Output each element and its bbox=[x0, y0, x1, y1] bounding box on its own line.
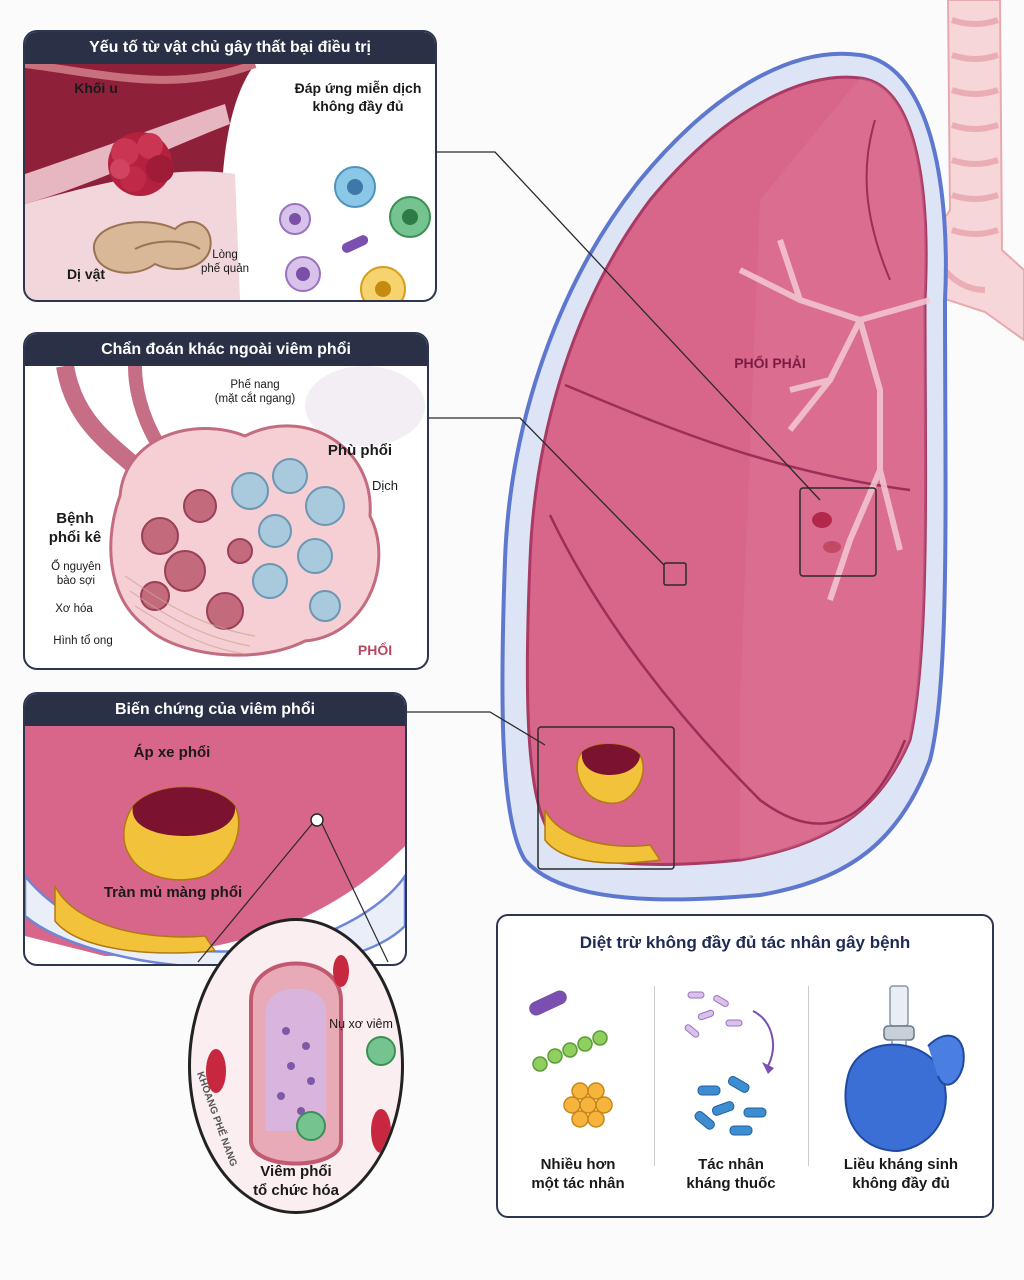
panel-complications: Biến chứng của viêm phổi Áp xe phổi Tràn… bbox=[23, 692, 407, 966]
syringe-glove-icon bbox=[844, 985, 965, 1153]
label-lung: PHỔI bbox=[357, 642, 393, 658]
label-tumor: Khối u bbox=[74, 80, 118, 96]
panel-host-factors-title: Yếu tố từ vật chủ gây thất bại điều trị bbox=[25, 32, 435, 64]
label-inadequate-antibiotic-dose: Liều kháng sinh không đầy đủ bbox=[843, 1156, 959, 1192]
resistant-pathogens-icon bbox=[684, 991, 774, 1136]
immune-cells bbox=[279, 166, 431, 300]
panel-host-factors: Yếu tố từ vật chủ gây thất bại điều trị … bbox=[23, 30, 437, 302]
bronchus-illustration bbox=[25, 64, 431, 300]
label-resistant-pathogens: Tác nhân kháng thuốc bbox=[686, 1156, 776, 1192]
lung-title: PHỔI PHẢI bbox=[734, 354, 806, 371]
label-fibroblastic-focus: Ổ nguyên bào sợi bbox=[51, 561, 101, 588]
label-bronchial-lumen: Lòng phế quản bbox=[201, 249, 249, 276]
oblique-fissure bbox=[548, 514, 907, 825]
bronchial-tree bbox=[738, 239, 931, 601]
panel-differential-diagnosis: Chẩn đoán khác ngoài viêm phổi Phế nang … bbox=[23, 332, 429, 670]
abscess-cavity bbox=[132, 787, 236, 836]
base-focus-box bbox=[537, 726, 675, 870]
organizing-pneumonia-illustration bbox=[206, 955, 396, 1166]
connector-lines bbox=[404, 151, 821, 746]
panel-complications-title: Biến chứng của viêm phổi bbox=[25, 694, 405, 726]
label-immune-response: Đáp ứng miễn dịch không đầy đủ bbox=[294, 80, 422, 114]
label-foreign-body: Dị vật bbox=[66, 266, 106, 282]
fluid-filled-alveoli bbox=[231, 458, 345, 622]
organizing-pneumonia-magnifier: KHOANG PHẾ NANG Nụ xơ viêm Viêm phổi tổ … bbox=[188, 918, 404, 1214]
tumor bbox=[108, 132, 174, 196]
panel-incomplete-eradication: Diệt trừ không đầy đủ tác nhân gây bệnh bbox=[496, 914, 994, 1218]
pathogen-icons bbox=[529, 985, 965, 1153]
foreign-body bbox=[92, 220, 212, 274]
label-organizing-pneumonia: Viêm phổi tổ chức hóa bbox=[253, 1163, 339, 1199]
trachea bbox=[929, 0, 1024, 342]
label-multiple-pathogens: Nhiều hơn một tác nhân bbox=[531, 1156, 625, 1192]
empyema bbox=[54, 885, 217, 954]
label-pulmonary-edema: Phù phổi bbox=[327, 442, 393, 459]
parenchyma-focus-box bbox=[663, 562, 687, 586]
alveoli-illustration bbox=[56, 366, 425, 657]
label-empyema: Tràn mủ màng phổi bbox=[103, 884, 243, 901]
label-ild: Bệnh phổi kê bbox=[48, 510, 102, 546]
panel-incomplete-eradication-title: Diệt trừ không đầy đủ tác nhân gây bệnh bbox=[579, 933, 911, 952]
label-lung-abscess: Áp xe phổi bbox=[133, 744, 211, 761]
multiple-pathogens-icon bbox=[529, 990, 613, 1128]
panel-differential-diagnosis-title: Chẩn đoán khác ngoài viêm phổi bbox=[25, 334, 427, 366]
label-masson-body: Nụ xơ viêm bbox=[329, 1017, 393, 1031]
hilum-focus-box bbox=[799, 487, 877, 577]
label-alveoli: Phế nang (mặt cắt ngang) bbox=[214, 379, 296, 406]
label-fibrosis: Xơ hóa bbox=[55, 603, 93, 615]
complications-illustration bbox=[25, 726, 405, 964]
label-fluid: Dịch bbox=[371, 478, 398, 493]
horizontal-fissure bbox=[564, 383, 911, 492]
label-honeycombing: Hình tổ ong bbox=[53, 635, 113, 647]
magnifier-connector bbox=[197, 813, 389, 963]
